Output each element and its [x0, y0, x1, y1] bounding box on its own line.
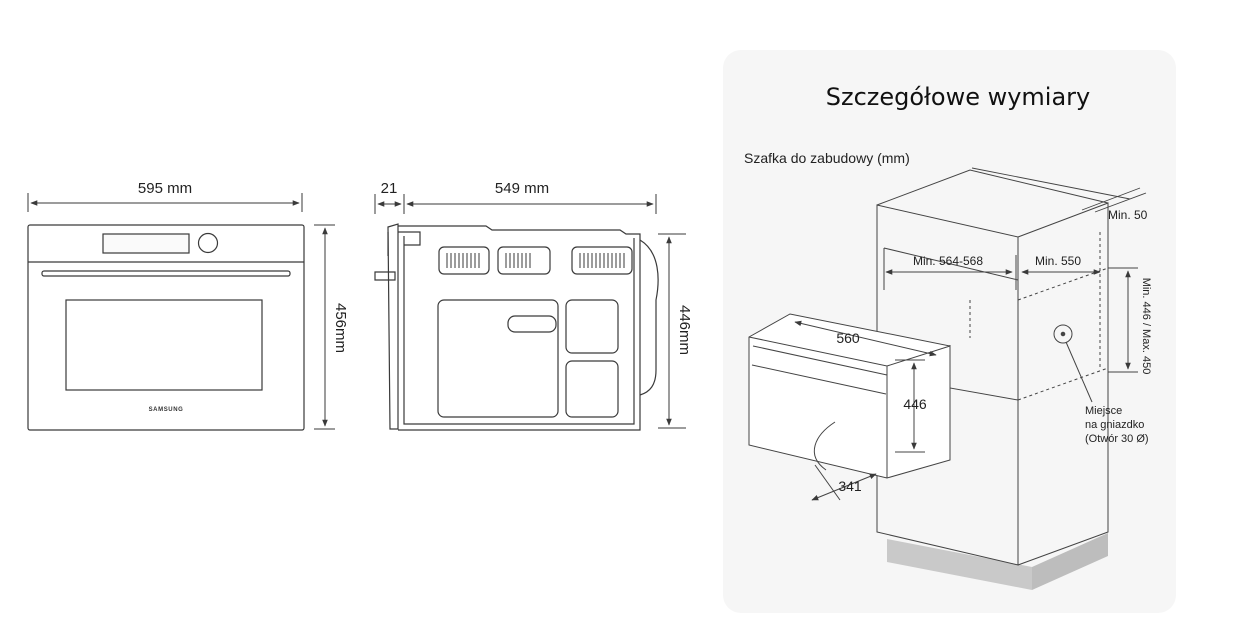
oven-width-label: 560 — [836, 330, 860, 346]
oven-width-dimension-line — [794, 320, 937, 357]
side-panel-upper-right — [565, 299, 619, 354]
vent-panel-right — [571, 246, 633, 275]
control-display — [102, 233, 190, 254]
vent-panel-middle — [497, 246, 551, 275]
side-panel-large — [437, 299, 559, 418]
door-window — [65, 299, 263, 391]
oven-height-label: 446 — [903, 396, 927, 412]
front-view — [27, 193, 335, 431]
door-swing-label: 341 — [838, 478, 862, 494]
cabinet-plinth — [887, 539, 1032, 590]
oven-body-profile — [398, 225, 641, 431]
socket-note-line-1: Miejsce — [1085, 405, 1122, 417]
door-thickness-label: 21 — [381, 180, 398, 197]
brand-logo: SAMSUNG — [149, 407, 184, 413]
door-handle — [41, 270, 291, 277]
cabinet-drawing — [748, 167, 1147, 590]
panel-subtitle: Szafka do zabudowy (mm) — [744, 150, 910, 166]
door-swing-arc — [814, 421, 836, 471]
control-knob — [197, 232, 219, 254]
socket-note-line-2: na gniazdko — [1085, 419, 1144, 431]
socket-location — [1053, 324, 1073, 344]
cabinet-top-face — [876, 169, 1109, 206]
side-handle — [374, 271, 396, 281]
side-height-label: 446mm — [676, 305, 693, 355]
socket-note-line-3: (Otwór 30 Ø) — [1085, 433, 1149, 445]
niche-height-label: Min. 446 / Max. 450 — [1140, 278, 1152, 375]
oven-door-profile — [387, 223, 399, 430]
door-swing-dimension-line — [811, 473, 877, 501]
side-view — [374, 194, 686, 431]
side-panel-slot — [507, 315, 557, 333]
vent-panel-left — [438, 246, 490, 275]
installation-panel — [723, 50, 1176, 613]
cabinet-depth-label: Min. 50 — [1108, 208, 1148, 222]
cabinet-side-face — [1017, 202, 1109, 566]
vent-slots — [446, 253, 625, 268]
oven-front-outline — [27, 224, 305, 431]
rear-cable-bulge — [639, 239, 659, 396]
side-panel-lower-right — [565, 360, 619, 418]
niche-width-label: Min. 564-568 — [913, 254, 983, 268]
side-depth-label: 549 mm — [495, 180, 549, 197]
niche-depth-label: Min. 550 — [1035, 254, 1081, 268]
front-width-label: 595 mm — [138, 180, 192, 197]
front-height-label: 456mm — [332, 303, 349, 353]
panel-title: Szczegółowe wymiary — [826, 83, 1091, 111]
